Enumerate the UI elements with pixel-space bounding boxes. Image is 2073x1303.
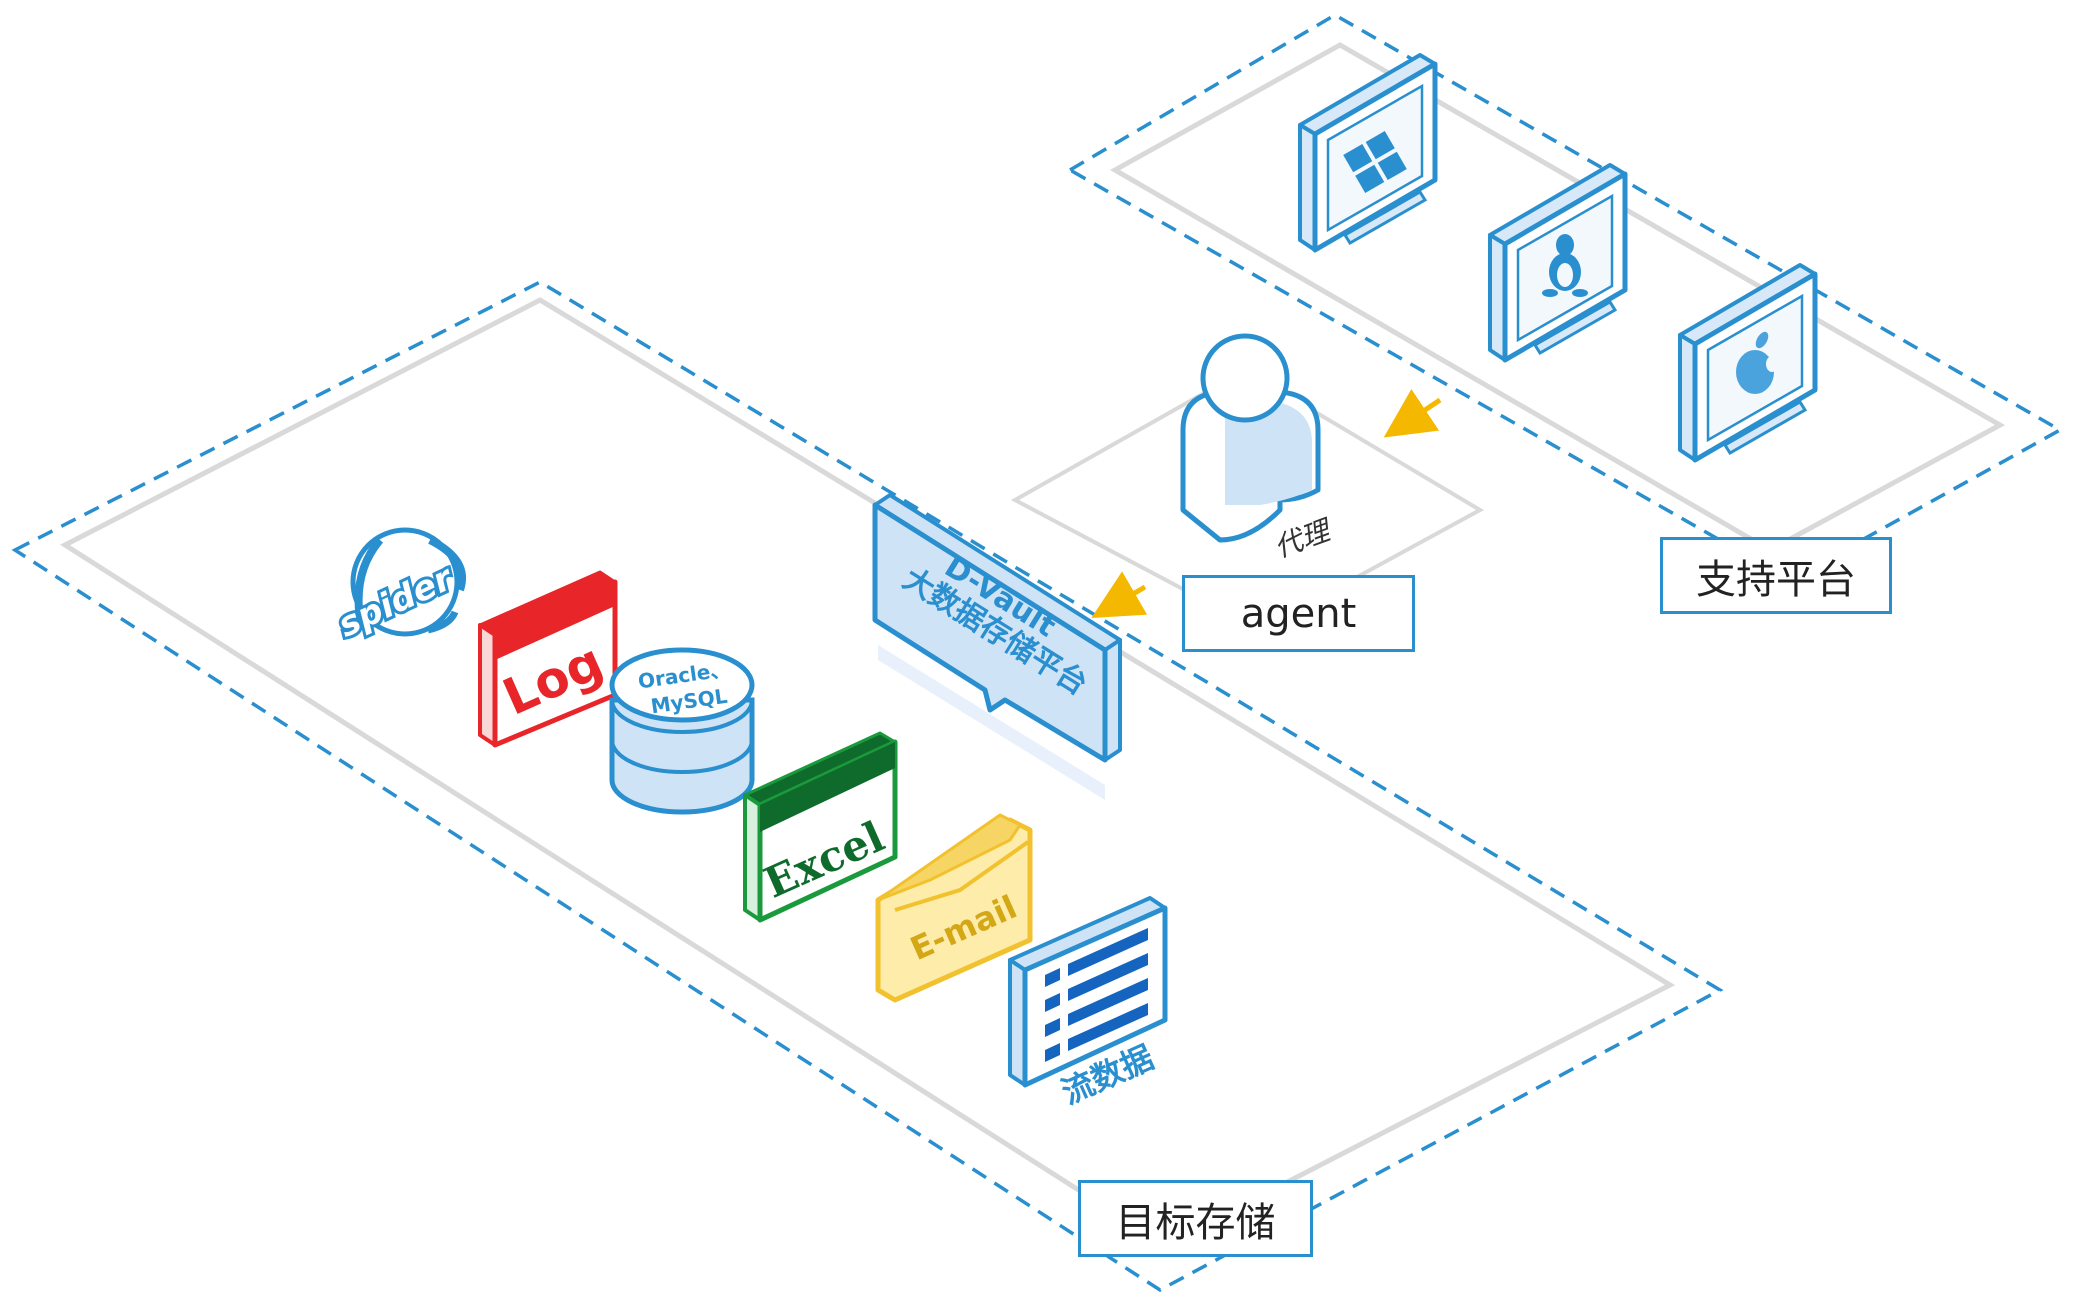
support-platform-zone	[1066, 12, 2064, 583]
platform-to-agent-arrow	[1383, 389, 1442, 438]
log-window-icon	[478, 570, 618, 748]
apple-monitor-icon	[1678, 263, 1818, 463]
dvault-platform-sign	[872, 493, 1122, 800]
agent-to-dvault-arrow	[1091, 571, 1148, 619]
spider-globe-icon	[350, 527, 466, 637]
windows-monitor-icon	[1298, 53, 1438, 253]
excel-window-icon	[743, 731, 898, 923]
stream-data-icon	[1008, 896, 1168, 1088]
support-platform-label: 支持平台	[1660, 537, 1892, 614]
target-storage-label: 目标存储	[1078, 1180, 1313, 1257]
agent-label: agent	[1182, 575, 1415, 652]
linux-monitor-icon	[1488, 163, 1628, 363]
database-cylinder-icon	[609, 647, 755, 815]
email-envelope-icon	[875, 813, 1033, 1003]
target-storage-zone	[11, 280, 1724, 1293]
agent-person-icon	[1180, 333, 1321, 543]
